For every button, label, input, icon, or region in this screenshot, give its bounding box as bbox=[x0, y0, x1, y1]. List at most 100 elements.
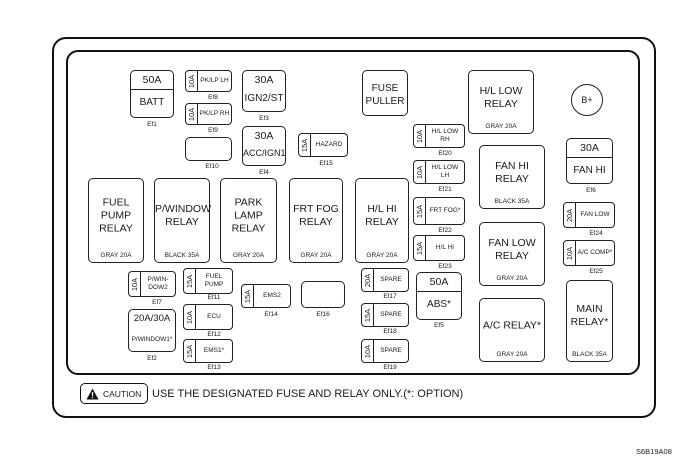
fuse-amp: 15A bbox=[185, 274, 195, 288]
fuse-amp: 10A bbox=[187, 107, 197, 121]
fuse-pklp-rh: 10A PK/LP RH bbox=[185, 103, 232, 125]
fuse-amp: 15A bbox=[363, 308, 373, 322]
fuse-box-inner-frame bbox=[66, 50, 640, 375]
fuse-amp: 20A bbox=[363, 273, 373, 287]
fuse-label: PK/LP LH bbox=[200, 77, 229, 84]
fuse-puller: FUSE PULLER bbox=[362, 70, 408, 116]
fuse-tag: Ef25 bbox=[589, 268, 603, 275]
fuse-fuel-pump: 15A FUEL PUMP bbox=[183, 268, 233, 294]
fuse-tag: Ef14 bbox=[264, 311, 278, 318]
fuse-label: P/WINDOW1* bbox=[131, 336, 173, 343]
fuse-hazard: 15A HAZARD bbox=[298, 133, 348, 157]
fuse-p-window1: 20A/30A P/WINDOW1* bbox=[128, 309, 176, 352]
relay-label: H/L HI RELAY bbox=[365, 202, 399, 228]
fuse-label: ABS* bbox=[427, 299, 451, 310]
fuse-label: HAZARD bbox=[315, 141, 343, 148]
relay-label: FUEL PUMP RELAY bbox=[99, 196, 133, 235]
fuse-amp: 15A bbox=[415, 204, 425, 218]
relay-frt-fog: FRT FOG RELAY GRAY 20A bbox=[289, 178, 343, 263]
fuse-box-outer-frame bbox=[52, 37, 656, 418]
fuse-pklp-lh: 10A PK/LP LH bbox=[185, 70, 232, 92]
relay-label: H/L LOW RELAY bbox=[479, 85, 523, 111]
fuse-tag: Ef7 bbox=[152, 299, 162, 306]
fuse-amp: 15A bbox=[185, 344, 195, 358]
relay-ac: A/C RELAY* GRAY 20A bbox=[479, 298, 545, 362]
fuse-tag: Ef21 bbox=[438, 186, 452, 193]
fuse-label: P/WIN- DOW2 bbox=[147, 276, 169, 291]
fuse-label: ECU bbox=[207, 313, 221, 320]
fuse-ems2: 15A EMS2 bbox=[241, 284, 291, 308]
relay-label: PARK LAMP RELAY bbox=[231, 196, 266, 235]
relay-main: MAIN RELAY* BLACK 35A bbox=[566, 280, 613, 362]
fuse-tag: Ef3 bbox=[259, 115, 269, 122]
fuse-amp: 10A bbox=[565, 246, 575, 260]
relay-label: P/WINDOW RELAY bbox=[155, 202, 211, 228]
relay-label: A/C RELAY* bbox=[482, 319, 542, 332]
relay-spec: BLACK 35A bbox=[164, 252, 200, 259]
fuse-label: FUEL PUMP bbox=[204, 273, 224, 288]
relay-p-window: P/WINDOW RELAY BLACK 35A bbox=[154, 178, 211, 263]
fuse-amp: 15A bbox=[243, 289, 253, 303]
fuse-fan-low: 20A FAN LOW bbox=[563, 202, 615, 228]
fuse-amp: 50A bbox=[142, 74, 162, 86]
fuse-abs: 50A ABS* bbox=[416, 272, 462, 320]
relay-spec: GRAY 20A bbox=[232, 252, 265, 259]
caution-note: USE THE DESIGNATED FUSE AND RELAY ONLY.(… bbox=[152, 388, 464, 400]
fuse-amp: 50A bbox=[429, 276, 449, 288]
fuse-label: A/C COMP* bbox=[577, 249, 613, 256]
relay-fuel-pump: FUEL PUMP RELAY GRAY 20A bbox=[88, 178, 144, 263]
fuse-tag: Ef8 bbox=[208, 94, 218, 101]
fuse-amp: 20A bbox=[565, 208, 575, 222]
fuse-tag: Ef17 bbox=[383, 293, 397, 300]
fuse-label: BATT bbox=[139, 97, 165, 108]
fuse-tag: Ef12 bbox=[207, 331, 221, 338]
relay-label: FRT FOG RELAY bbox=[293, 202, 339, 228]
relay-spec: GRAY 20A bbox=[496, 275, 528, 282]
fuse-amp: 30A bbox=[254, 130, 274, 142]
fuse-amp: 10A bbox=[415, 129, 425, 143]
fuse-tag: Ef22 bbox=[438, 227, 452, 234]
fuse-ems1: 15A EMS1* bbox=[183, 339, 233, 363]
fuse-label: FAN LOW bbox=[580, 211, 610, 218]
relay-spec: GRAY 20A bbox=[496, 351, 528, 358]
relay-spec: GRAY 20A bbox=[366, 252, 398, 259]
relay-label: FAN HI RELAY bbox=[495, 160, 529, 186]
fuse-tag: Ef5 bbox=[434, 322, 444, 329]
fuse-amp: 20A/30A bbox=[133, 313, 171, 324]
relay-spec: BLACK 35A bbox=[572, 351, 607, 358]
fuse-tag: Ef20 bbox=[438, 150, 452, 157]
relay-label: FAN LOW RELAY bbox=[488, 237, 536, 263]
fuse-slot-empty-ef10 bbox=[185, 137, 232, 161]
fuse-spare-ef19: 10A SPARE bbox=[361, 339, 409, 363]
relay-fan-hi: FAN HI RELAY BLACK 35A bbox=[479, 145, 545, 209]
fuse-label: PK/LP RH bbox=[199, 110, 230, 117]
fuse-amp: 10A bbox=[363, 344, 373, 358]
fuse-tag: Ef23 bbox=[438, 263, 452, 270]
fuse-tag: Ef10 bbox=[205, 163, 219, 170]
fuse-label: SPARE bbox=[380, 347, 402, 354]
fuse-spare-ef18: 15A SPARE bbox=[361, 303, 409, 327]
fuse-tag: Ef4 bbox=[259, 169, 269, 176]
relay-hl-hi: H/L HI RELAY GRAY 20A bbox=[355, 178, 409, 263]
figure-code: S6B19A08 bbox=[636, 447, 672, 456]
fuse-amp: 10A bbox=[187, 74, 197, 88]
fuse-tag: Ef19 bbox=[383, 364, 397, 371]
relay-spec: GRAY 20A bbox=[100, 252, 132, 259]
fuse-acc-ign1: 30A ACC/IGN1 bbox=[242, 126, 286, 166]
fuse-hl-low-rh: 10A H/L LOW RH bbox=[413, 124, 465, 148]
fuse-tag: Ef18 bbox=[383, 328, 397, 335]
fuse-label: EMS1* bbox=[203, 347, 225, 354]
fuse-label: FAN HI bbox=[573, 165, 606, 176]
relay-hl-low: H/L LOW RELAY GRAY 20A bbox=[468, 70, 534, 134]
fuse-label: EMS2 bbox=[263, 292, 281, 299]
fuse-frt-fog: 15A FRT FOG* bbox=[413, 197, 465, 225]
fuse-amp: 10A bbox=[130, 277, 140, 291]
fuse-hl-hi: 15A H/L HI bbox=[413, 235, 465, 261]
fuse-slot-empty-ef16 bbox=[301, 281, 345, 308]
fuse-label: IGN2/ST bbox=[244, 93, 284, 104]
fuse-amp: 15A bbox=[300, 138, 310, 152]
fuse-tag: Ef13 bbox=[207, 364, 221, 371]
fuse-label: H/L LOW RH bbox=[431, 128, 459, 143]
relay-spec: GRAY 20A bbox=[485, 123, 517, 130]
caution-badge: CAUTION bbox=[80, 383, 148, 404]
